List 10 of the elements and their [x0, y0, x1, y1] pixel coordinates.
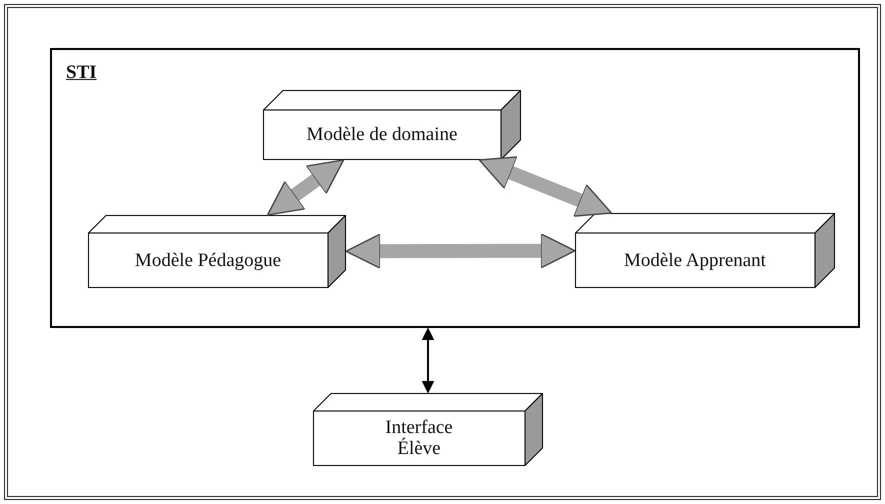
- double-arrow: [422, 328, 434, 394]
- box-label: Modèle de domaine: [306, 124, 458, 146]
- block-arrow: [478, 156, 612, 217]
- block-arrow: [345, 233, 576, 269]
- box-label: Interface Élève: [384, 416, 454, 460]
- system-frame: [50, 48, 860, 328]
- block-arrow: [266, 159, 344, 216]
- box-label: Modèle Apprenant: [623, 250, 767, 272]
- box-label: Modèle Pédagogue: [134, 250, 282, 272]
- frame-heading: STI: [66, 62, 97, 84]
